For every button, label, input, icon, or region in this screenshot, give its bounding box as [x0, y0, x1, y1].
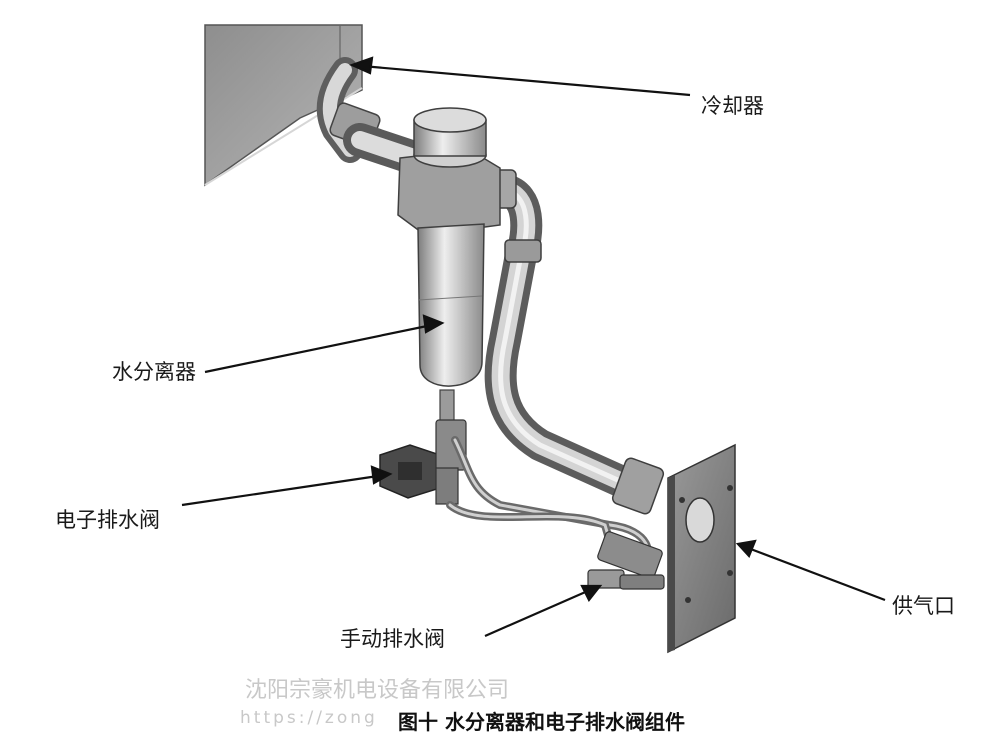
leader-lines [181, 56, 886, 638]
watermark-company: 沈阳宗豪机电设备有限公司 [245, 678, 510, 703]
electronic-drain-valve [379, 419, 467, 505]
leader-separator [204, 323, 433, 374]
watermark-url: https://zong [240, 708, 378, 728]
label-air-outlet: 供气口 [892, 594, 955, 618]
figure-caption: 图十 水分离器和电子排水阀组件 [398, 710, 685, 734]
leader-electronic-drain [181, 474, 379, 507]
label-water-separator: 水分离器 [112, 360, 196, 384]
arrow-separator [422, 314, 445, 334]
manual-drain-valve [587, 531, 665, 590]
arrow-air-outlet [735, 539, 757, 559]
outlet-plate [667, 443, 736, 654]
leader-air-outlet [747, 546, 886, 602]
outlet-pipe [464, 169, 665, 515]
label-electronic-drain-valve: 电子排水阀 [55, 508, 160, 532]
label-manual-drain-valve: 手动排水阀 [340, 627, 445, 651]
arrow-manual-drain [580, 584, 603, 603]
leader-cooler [361, 64, 691, 97]
leader-manual-drain [484, 588, 591, 638]
arrow-electronic-drain [370, 465, 393, 485]
arrow-cooler [349, 56, 374, 75]
label-cooler: 冷却器 [701, 94, 764, 118]
water-separator [397, 107, 501, 423]
